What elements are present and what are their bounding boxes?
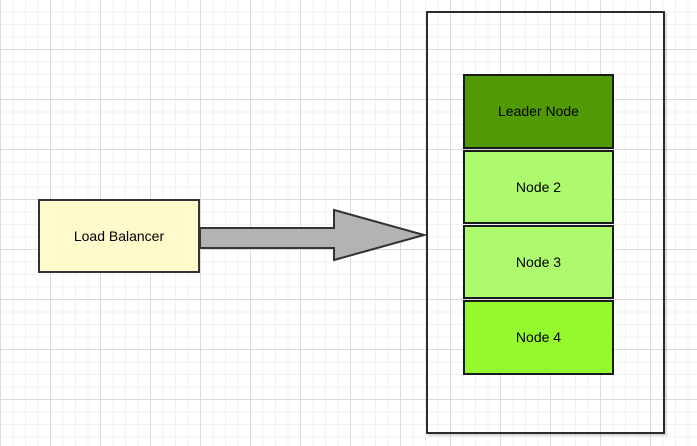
- load-balancer-shape[interactable]: Load Balancer: [38, 199, 200, 273]
- load-balancer-label: Load Balancer: [73, 227, 165, 244]
- cluster-node-leader-label: Leader Node: [498, 103, 579, 120]
- cluster-node-2[interactable]: Node 2: [463, 150, 614, 224]
- cluster-node-3[interactable]: Node 3: [463, 225, 614, 299]
- cluster-container[interactable]: [426, 11, 665, 434]
- cluster-node-3-label: Node 3: [515, 253, 562, 270]
- cluster-node-leader[interactable]: Leader Node: [463, 74, 614, 149]
- flow-arrow-polygon[interactable]: [200, 208, 426, 262]
- flow-arrow-icon[interactable]: [200, 208, 426, 262]
- cluster-node-4[interactable]: Node 4: [463, 300, 614, 375]
- cluster-node-4-label: Node 4: [515, 329, 562, 346]
- cluster-node-2-label: Node 2: [515, 178, 562, 195]
